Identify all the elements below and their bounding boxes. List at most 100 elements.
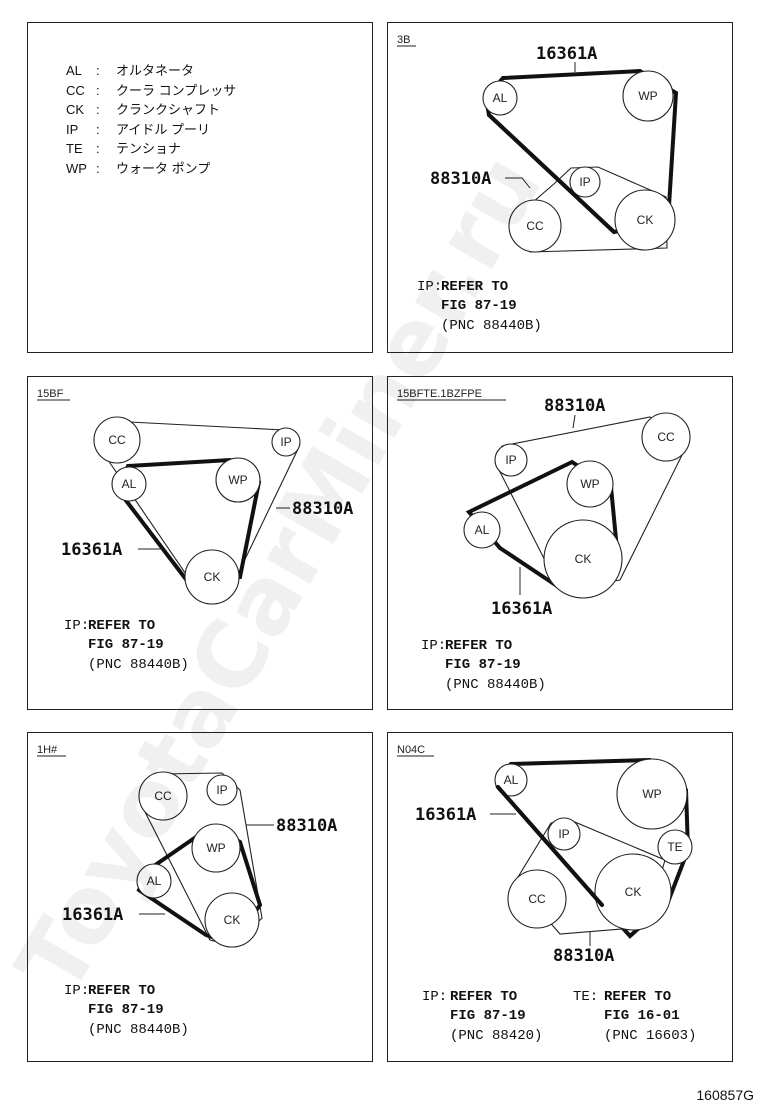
leader-line bbox=[572, 414, 576, 429]
pulley-label: WP bbox=[580, 477, 599, 491]
ref-pnc: (PNC 88440B) bbox=[445, 677, 546, 693]
pulley-al bbox=[494, 763, 528, 797]
pulley-cc bbox=[138, 771, 188, 821]
pulley-label: IP bbox=[216, 783, 227, 797]
panel-tag: 15BFTE.1BZFPE bbox=[397, 388, 482, 400]
panel-1h bbox=[27, 732, 373, 1062]
pulley-label: CC bbox=[528, 892, 546, 906]
pulley-ip bbox=[206, 774, 238, 806]
pulley-wp bbox=[566, 460, 614, 508]
belt-16361a-span bbox=[496, 785, 604, 907]
pulley-cc bbox=[641, 412, 691, 462]
pulley-label: AL bbox=[504, 773, 519, 787]
ref-pnc: (PNC 88440B) bbox=[441, 318, 542, 334]
pulley-cc bbox=[93, 416, 141, 464]
pulley-wp bbox=[622, 70, 674, 122]
leader-line bbox=[505, 177, 531, 189]
pulley-label: CC bbox=[154, 789, 172, 803]
pulley-ck bbox=[614, 189, 676, 251]
pulley-label: WP bbox=[642, 787, 661, 801]
panel-tag: 15BF bbox=[37, 388, 64, 400]
pulley-al bbox=[111, 466, 147, 502]
ref-pnc: (PNC 88420) bbox=[450, 1028, 542, 1044]
ref-label: IP: bbox=[64, 983, 89, 999]
legend-row: TE:テンショナ bbox=[66, 141, 182, 156]
pulley-label: WP bbox=[206, 841, 225, 855]
pulley-label: CC bbox=[657, 430, 675, 444]
pulley-al bbox=[463, 511, 501, 549]
pulley-label: WP bbox=[638, 89, 657, 103]
pulley-wp bbox=[191, 823, 241, 873]
pulley-label: CC bbox=[108, 433, 126, 447]
pulley-label: AL bbox=[147, 874, 162, 888]
pulley-ck bbox=[204, 892, 260, 948]
part-number-88310a: 88310A bbox=[276, 816, 337, 836]
pulley-label: WP bbox=[228, 473, 247, 487]
pulley-ip bbox=[494, 443, 528, 477]
ref-text: FIG 87-19 bbox=[88, 1002, 164, 1018]
ref-text: FIG 87-19 bbox=[445, 657, 521, 673]
pulley-ip bbox=[547, 817, 581, 851]
ref-text: REFER TO bbox=[604, 989, 671, 1005]
diagram-1h: 1H# CC IP WP AL CK 88310A 16361A IP: REF… bbox=[37, 744, 337, 1038]
watermark: ToyotaCarMiner.ru bbox=[0, 137, 563, 1011]
ref-text: REFER TO bbox=[445, 638, 512, 654]
pulley-label: CK bbox=[625, 885, 642, 899]
part-number-88310a: 88310A bbox=[544, 396, 605, 416]
ref-label: IP: bbox=[64, 618, 89, 634]
pulley-label: AL bbox=[493, 91, 508, 105]
pulley-label: CK bbox=[224, 913, 241, 927]
pulley-label: AL bbox=[122, 477, 137, 491]
part-number-88310a: 88310A bbox=[430, 169, 491, 189]
pulley-te bbox=[657, 829, 693, 865]
panel-tag: 1H# bbox=[37, 744, 58, 756]
legend-panel: AL:オルタネータ CC:クーラ コンプレッサ CK:クランクシャフト IP:ア… bbox=[27, 22, 373, 353]
ref-text: REFER TO bbox=[441, 279, 508, 295]
panel-tag: N04C bbox=[397, 744, 425, 756]
pulley-wp bbox=[616, 758, 688, 830]
legend-row: AL:オルタネータ bbox=[66, 63, 195, 78]
legend-list: AL:オルタネータ CC:クーラ コンプレッサ CK:クランクシャフト IP:ア… bbox=[66, 61, 236, 178]
pulley-label: TE bbox=[667, 840, 682, 854]
pulley-label: IP bbox=[579, 175, 590, 189]
legend-row: CC:クーラ コンプレッサ bbox=[66, 82, 237, 98]
ref-text: REFER TO bbox=[88, 983, 155, 999]
pulley-label: CC bbox=[526, 219, 544, 233]
ref-label: TE: bbox=[573, 989, 598, 1005]
ref-pnc: (PNC 16603) bbox=[604, 1028, 696, 1044]
diagram-15bf: 15BF CC IP AL WP CK 88310A 16361A IP: RE… bbox=[37, 388, 353, 673]
ref-label: IP: bbox=[421, 638, 446, 654]
pulley-al bbox=[136, 863, 172, 899]
part-number-88310a: 88310A bbox=[553, 946, 614, 966]
pulley-label: IP bbox=[505, 453, 516, 467]
ref-pnc: (PNC 88440B) bbox=[88, 1022, 189, 1038]
panel-15bf bbox=[27, 376, 373, 710]
pulley-ip bbox=[569, 166, 601, 198]
pulley-label: AL bbox=[475, 523, 490, 537]
pulley-ck bbox=[594, 853, 672, 931]
legend-row: IP:アイドル プーリ bbox=[66, 121, 210, 137]
pulley-ip bbox=[271, 427, 301, 457]
part-number-16361a: 16361A bbox=[536, 44, 597, 64]
ref-text: REFER TO bbox=[88, 618, 155, 634]
belt-16361a-span bbox=[487, 113, 616, 234]
ref-text: FIG 16-01 bbox=[604, 1008, 680, 1024]
legend-row: CK:クランクシャフト bbox=[66, 102, 221, 117]
diagram-n04c: N04C AL WP IP TE CC CK 16361A 88310A IP:… bbox=[397, 744, 696, 1044]
part-number-16361a: 16361A bbox=[61, 540, 122, 560]
panel-tag: 3B bbox=[397, 34, 410, 46]
ref-text: FIG 87-19 bbox=[441, 298, 517, 314]
pulley-al bbox=[482, 80, 518, 116]
legend-row: WP:ウォータ ポンプ bbox=[66, 160, 211, 176]
part-number-16361a: 16361A bbox=[491, 599, 552, 619]
pulley-label: CK bbox=[204, 570, 221, 584]
pulley-label: CK bbox=[637, 213, 654, 227]
ref-label: IP: bbox=[422, 989, 447, 1005]
pulley-label: CK bbox=[575, 552, 592, 566]
pulley-ck bbox=[543, 519, 623, 599]
pulley-wp bbox=[215, 457, 261, 503]
ref-text: FIG 87-19 bbox=[88, 637, 164, 653]
part-number-16361a: 16361A bbox=[415, 805, 476, 825]
pulley-label: IP bbox=[280, 435, 291, 449]
figure-number: 160857G bbox=[696, 1087, 754, 1103]
